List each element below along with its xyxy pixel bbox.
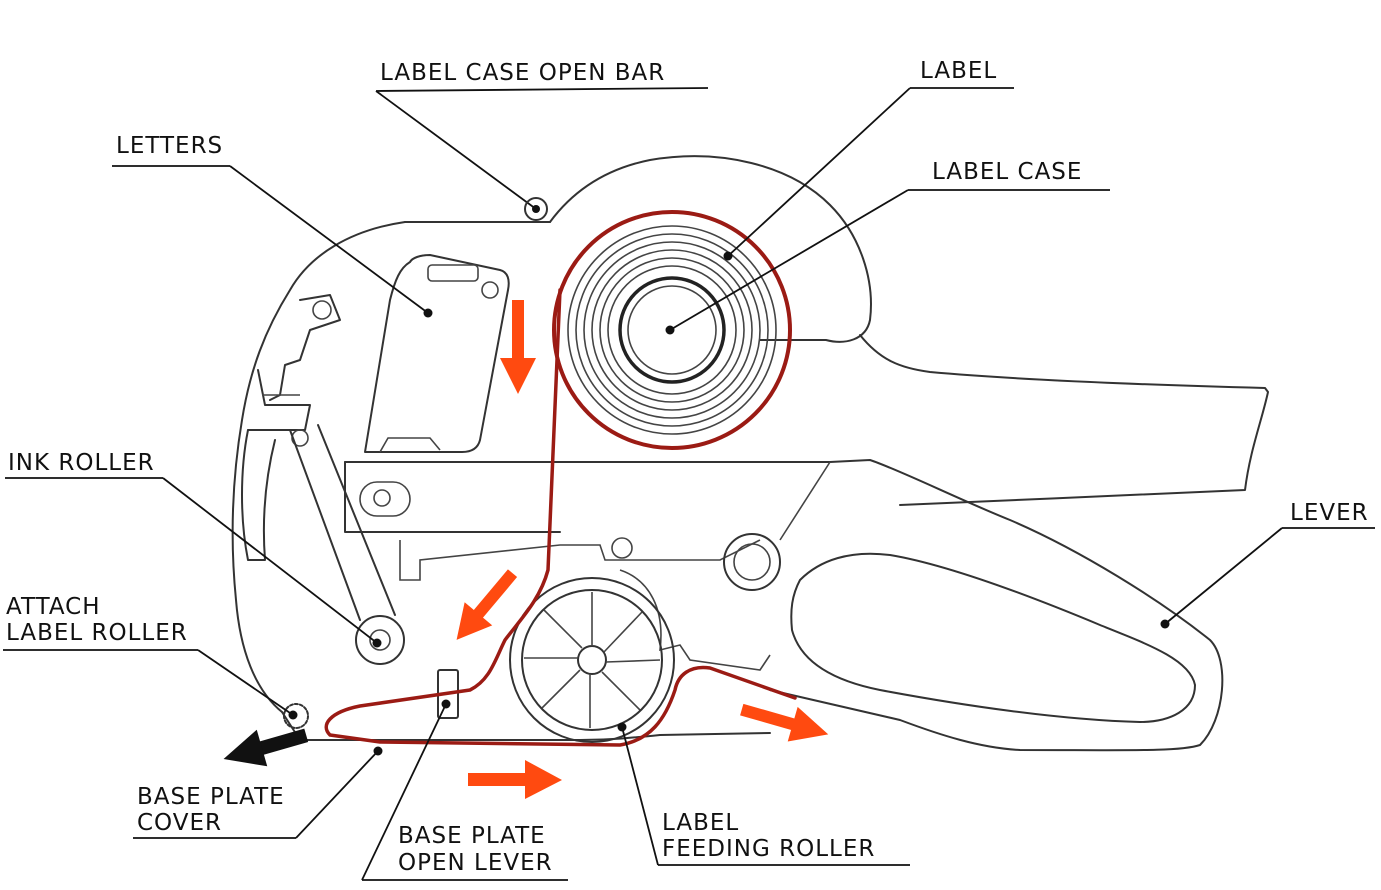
label-case-open-bar-text: LABEL CASE OPEN BAR bbox=[380, 60, 665, 86]
ink-roller-text: INK ROLLER bbox=[8, 450, 155, 476]
base-plate-cover-text-line1: BASE PLATE bbox=[137, 784, 285, 810]
callout-base-plate-cover: BASE PLATE COVER bbox=[133, 746, 383, 839]
label-text: LABEL bbox=[920, 58, 997, 84]
callout-letters: LETTERS bbox=[112, 133, 433, 318]
letters-text: LETTERS bbox=[116, 133, 223, 159]
callout-label-case: LABEL CASE bbox=[665, 159, 1110, 335]
attach-text-line1: ATTACH bbox=[6, 594, 101, 620]
attach-text-line2: LABEL ROLLER bbox=[6, 620, 188, 646]
callout-ink-roller: INK ROLLER bbox=[5, 450, 382, 648]
label-case-text: LABEL CASE bbox=[932, 159, 1082, 185]
label-feeding-roller-text-line2: FEEDING ROLLER bbox=[662, 836, 875, 862]
arrow-down-icon bbox=[500, 300, 536, 394]
callout-lever: LEVER bbox=[1160, 500, 1375, 629]
feed-direction-arrows bbox=[456, 300, 829, 799]
callout-label: LABEL bbox=[723, 58, 1014, 261]
arrow-right-down-icon bbox=[740, 703, 829, 742]
lever-text: LEVER bbox=[1290, 500, 1369, 526]
label-feeding-roller-text-line1: LABEL bbox=[662, 810, 739, 836]
label-path bbox=[324, 288, 797, 747]
callout-attach-label-roller: ATTACH LABEL ROLLER bbox=[3, 594, 298, 720]
base-plate-cover-text-line2: COVER bbox=[137, 810, 222, 836]
label-roll bbox=[552, 210, 792, 450]
base-plate-open-lever-text-line2: OPEN LEVER bbox=[398, 850, 553, 876]
labeler-body bbox=[231, 155, 1269, 752]
arrow-right-icon bbox=[468, 760, 562, 799]
callout-label-feeding-roller: LABEL FEEDING ROLLER bbox=[617, 722, 910, 866]
callout-base-plate-open-lever: BASE PLATE OPEN LEVER bbox=[361, 699, 568, 881]
eject-arrow-icon bbox=[223, 728, 309, 767]
callout-label-case-open-bar: LABEL CASE OPEN BAR bbox=[375, 60, 709, 221]
base-plate-open-lever-text-line1: BASE PLATE bbox=[398, 823, 546, 849]
arrow-down-left-icon bbox=[456, 569, 518, 640]
label-feeding-roller-wheel bbox=[509, 577, 675, 743]
